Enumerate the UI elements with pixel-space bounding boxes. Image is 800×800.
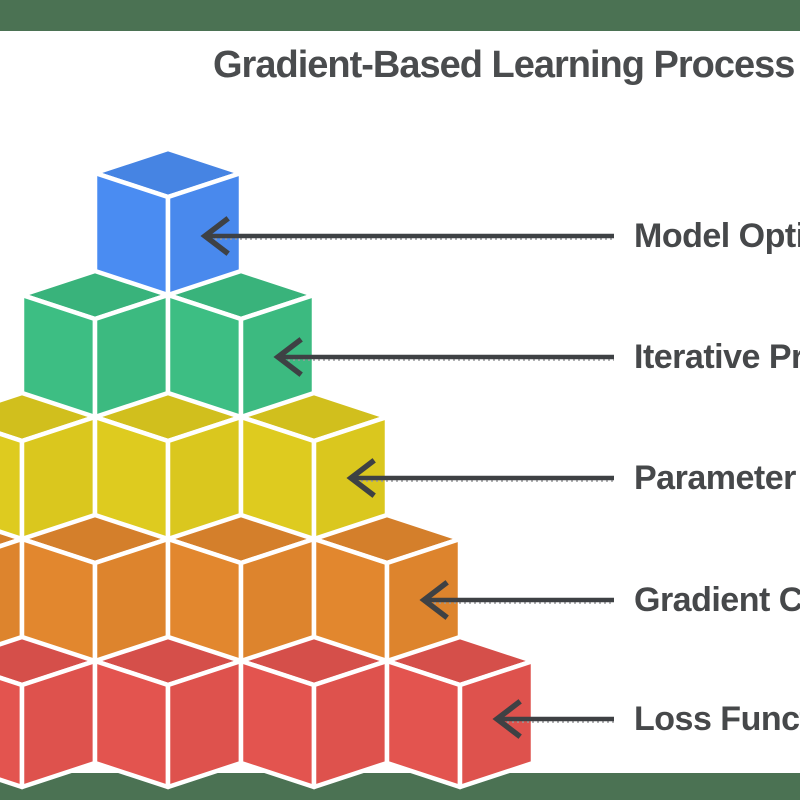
cube-level5-5 bbox=[384, 634, 536, 790]
cube-right-face bbox=[165, 658, 244, 790]
diagram-title: Gradient-Based Learning Process bbox=[213, 44, 795, 86]
level-label-3: Parameter Update bbox=[634, 459, 800, 497]
arrow-left-icon bbox=[273, 337, 303, 377]
level-arrow-1 bbox=[200, 216, 614, 256]
cube-level5-4 bbox=[238, 634, 390, 790]
level-label-4: Gradient Computation bbox=[634, 581, 800, 619]
level-label-2: Iterative Process bbox=[634, 338, 800, 376]
level-arrow-4 bbox=[419, 580, 614, 620]
level-label-1: Model Optimization bbox=[634, 217, 800, 255]
cube-level3-2 bbox=[92, 390, 244, 546]
cube-left-face bbox=[384, 658, 463, 790]
level-arrow-2 bbox=[273, 337, 614, 377]
cube-right-face bbox=[457, 658, 536, 790]
level-label-5: Loss Function bbox=[634, 700, 800, 738]
cube-level2-1 bbox=[19, 268, 171, 424]
arrow-left-icon bbox=[200, 216, 230, 256]
top-green-band bbox=[0, 0, 800, 31]
cube-right-face bbox=[19, 658, 98, 790]
arrow-left-icon bbox=[419, 580, 449, 620]
cube-right-face bbox=[311, 658, 390, 790]
arrow-left-icon bbox=[346, 458, 376, 498]
cube-level3-3 bbox=[238, 390, 390, 546]
arrow-left-icon bbox=[492, 699, 522, 739]
level-arrow-3 bbox=[346, 458, 614, 498]
cube-left-face bbox=[238, 658, 317, 790]
cube-level5-3 bbox=[92, 634, 244, 790]
level-arrow-5 bbox=[492, 699, 614, 739]
cube-level5-2 bbox=[0, 634, 98, 790]
cube-left-face bbox=[92, 658, 171, 790]
